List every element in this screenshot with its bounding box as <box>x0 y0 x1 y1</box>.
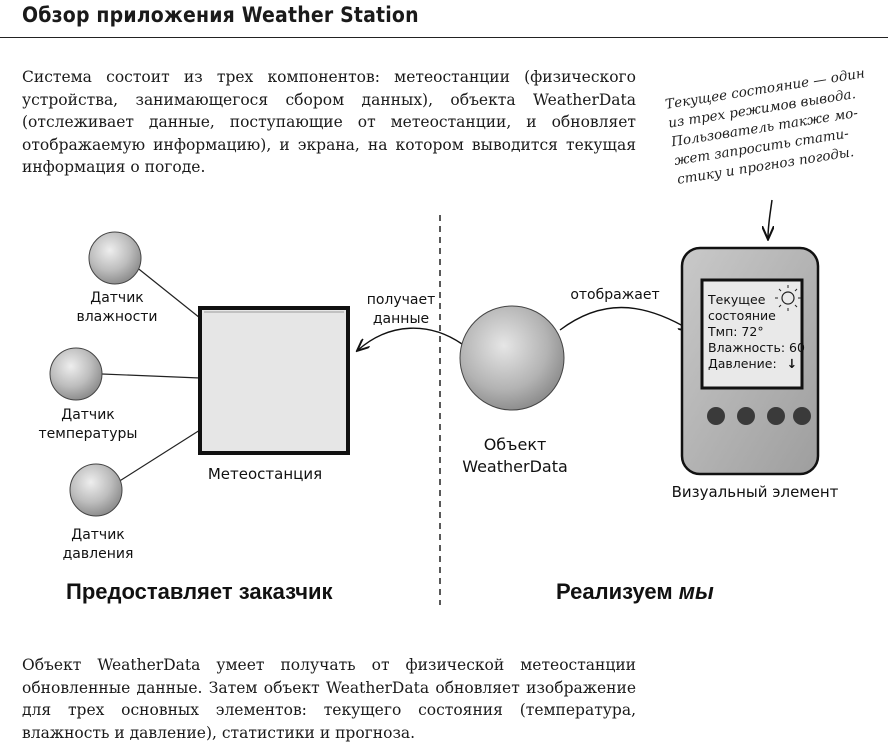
pressure-sensor <box>69 463 123 517</box>
left-section-label: Предоставляет заказчик <box>66 579 333 604</box>
note-arrow <box>768 199 772 238</box>
page-title: Обзор приложения Weather Station <box>22 3 419 27</box>
device-button <box>707 407 725 425</box>
right-section-label: Реализуем мы <box>556 579 714 605</box>
label-line: Датчик <box>90 290 144 306</box>
displays-arrow <box>559 306 690 331</box>
screen-line: Текущее <box>708 292 766 307</box>
down-arrow-icon: ↓ <box>786 356 798 371</box>
display-element-label: Визуальный элемент <box>671 483 839 501</box>
device-button <box>737 407 755 425</box>
sun-icon <box>775 285 801 311</box>
screen-temperature: Тмп: 72° <box>708 324 764 339</box>
label-line: Объект <box>483 435 547 454</box>
label-line: Датчик <box>61 407 115 423</box>
right-label-emphasis: мы <box>678 579 714 604</box>
title-rule <box>0 37 888 38</box>
humidity-sensor-label: Датчик влажности <box>62 289 172 327</box>
connector-temperature <box>101 373 201 379</box>
receives-data-label: получает данные <box>356 291 446 329</box>
label-line: WeatherData <box>462 457 568 476</box>
screen-pressure: Давление: <box>708 356 777 371</box>
label-line: влажности <box>76 309 158 325</box>
label-line: получает <box>366 292 436 308</box>
label-line: Датчик <box>71 527 125 543</box>
right-label-plain: Реализуем <box>556 579 679 604</box>
weather-station-label: Метеостанция <box>207 465 323 483</box>
label-line: температуры <box>38 426 138 442</box>
weatherdata-sphere <box>459 305 565 411</box>
bottom-paragraph: Объект WeatherData умеет получать от физ… <box>22 656 636 742</box>
screen-humidity: Влажность: 60 <box>708 340 805 355</box>
weather-station-box <box>198 306 350 455</box>
screen-line: состояние <box>708 308 776 323</box>
device-button <box>767 407 785 425</box>
humidity-sensor <box>88 231 142 285</box>
display-device-screen <box>700 278 804 390</box>
displays-label: отображает <box>570 287 660 303</box>
temperature-sensor-label: Датчик температуры <box>28 406 148 444</box>
screen-pressure-row: Давление: ↓ <box>708 356 805 372</box>
intro-paragraph: Система состоит из трех компонентов: мет… <box>22 68 636 176</box>
weatherdata-label: Объект WeatherData <box>450 434 580 478</box>
connector-pressure <box>117 429 201 483</box>
device-button <box>793 407 811 425</box>
receives-arrow <box>358 327 463 350</box>
label-line: давления <box>62 546 134 562</box>
label-line: данные <box>372 311 430 327</box>
temperature-sensor <box>49 347 103 401</box>
pressure-sensor-label: Датчик давления <box>38 526 158 564</box>
display-screen-text: Текущее состояние Тмп: 72° Влажность: 60… <box>708 292 805 372</box>
connector-humidity <box>134 265 201 319</box>
